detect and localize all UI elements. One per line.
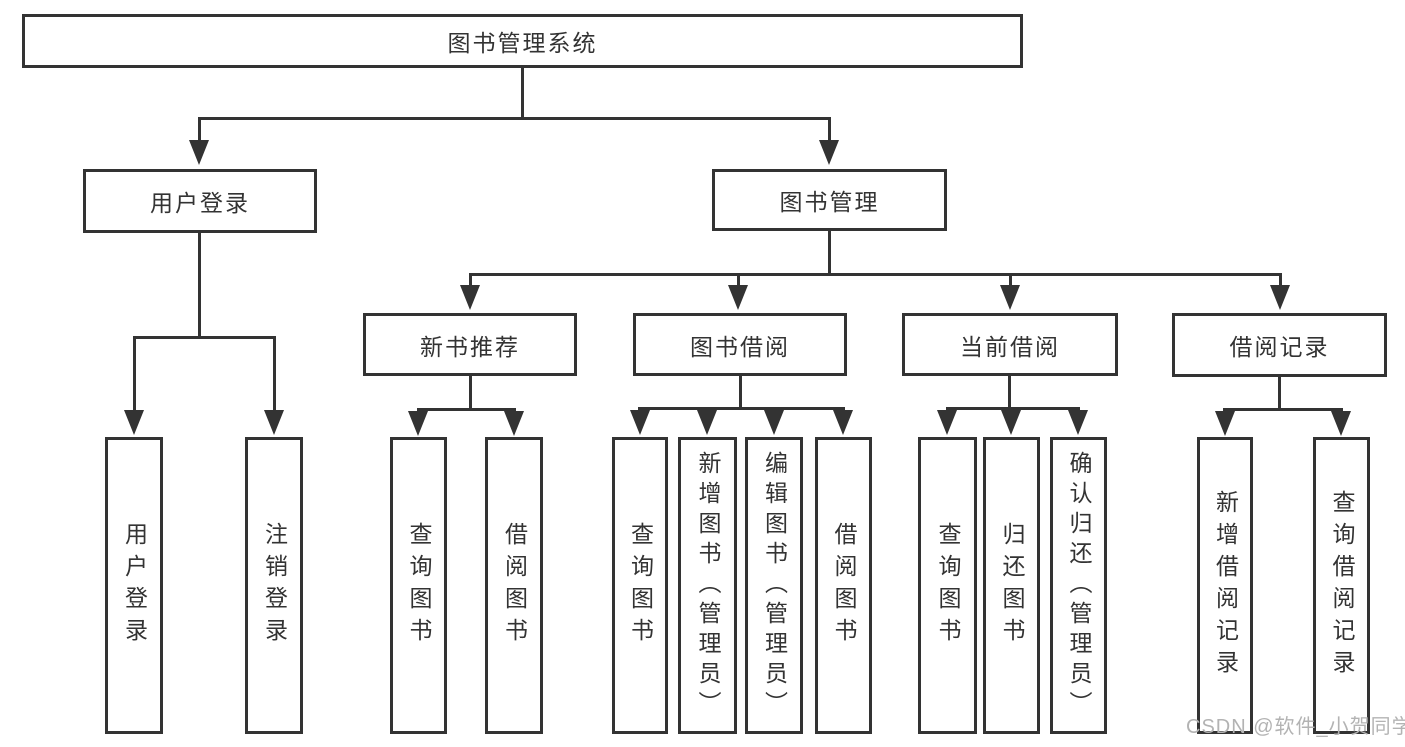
node-label: 用户登录: [121, 521, 148, 650]
node-label: 借阅记录: [1229, 334, 1330, 360]
node-label: 图书管理: [779, 189, 880, 215]
node-label: 新书推荐: [420, 333, 520, 360]
node-book-mgmt: 图书管理: [712, 169, 947, 231]
arrow-down-icon: [819, 140, 839, 165]
arrow-down-icon: [124, 410, 144, 435]
arrow-down-icon: [697, 410, 717, 435]
arrow-down-icon: [460, 285, 480, 310]
connector-line: [417, 408, 515, 411]
arrow-down-icon: [1215, 411, 1235, 436]
node-label: 新增图书（管理员）: [695, 450, 721, 721]
connector-line: [521, 68, 524, 117]
node-label: 查询图书: [935, 521, 961, 650]
node-label: 查询图书: [627, 521, 654, 650]
node-new-book-rec: 新书推荐: [363, 313, 577, 376]
arrow-down-icon: [1000, 285, 1020, 310]
connector-line: [1279, 273, 1282, 287]
arrow-down-icon: [189, 140, 209, 165]
connector-line: [737, 273, 740, 287]
node-label: 确认归还（管理员）: [1066, 450, 1092, 721]
connector-line: [469, 273, 472, 287]
connector-line: [133, 336, 136, 412]
arrow-down-icon: [1001, 410, 1021, 435]
connector-line: [828, 230, 831, 273]
arrow-down-icon: [728, 285, 748, 310]
arrow-down-icon: [504, 411, 524, 436]
arrow-down-icon: [264, 410, 284, 435]
arrow-down-icon: [1331, 411, 1351, 436]
node-book-borrow: 图书借阅: [633, 313, 847, 376]
node-user-login: 用户登录: [83, 169, 317, 233]
node-label: 图书管理系统: [447, 30, 598, 56]
leaf-logout: 注销登录: [245, 437, 303, 734]
arrow-down-icon: [764, 410, 784, 435]
node-label: 编辑图书（管理员）: [761, 450, 788, 721]
leaf-bb-add-book: 新增图书（管理员）: [678, 437, 737, 734]
leaf-cb-return-book: 归还图书: [983, 437, 1040, 734]
connector-line: [1008, 376, 1011, 407]
node-label: 当前借阅: [960, 333, 1060, 360]
node-label: 查询借阅记录: [1329, 489, 1355, 682]
connector-line: [198, 117, 201, 144]
connector-line: [469, 273, 1282, 276]
leaf-user-login: 用户登录: [105, 437, 163, 734]
arrow-down-icon: [630, 410, 650, 435]
node-label: 归还图书: [999, 521, 1025, 650]
watermark-text: CSDN @软件_小贺同学: [1186, 716, 1405, 738]
connector-line: [638, 407, 844, 410]
connector-line: [469, 376, 472, 408]
arrow-down-icon: [937, 410, 957, 435]
connector-line: [198, 232, 201, 336]
arrow-down-icon: [408, 411, 428, 436]
node-current-borrow: 当前借阅: [902, 313, 1118, 376]
node-label: 借阅图书: [831, 521, 857, 650]
node-system: 图书管理系统: [22, 14, 1023, 68]
leaf-nb-query-book: 查询图书: [390, 437, 447, 734]
leaf-br-query-record: 查询借阅记录: [1313, 437, 1370, 734]
connector-line: [739, 376, 742, 407]
node-label: 注销登录: [261, 521, 288, 650]
leaf-cb-query-book: 查询图书: [918, 437, 977, 734]
leaf-cb-confirm-return: 确认归还（管理员）: [1050, 437, 1107, 734]
connector-line: [133, 336, 276, 339]
node-label: 新增借阅记录: [1212, 489, 1239, 682]
leaf-bb-borrow-book: 借阅图书: [815, 437, 872, 734]
connector-line: [828, 117, 831, 144]
connector-line: [198, 117, 831, 120]
node-label: 借阅图书: [501, 521, 528, 650]
connector-line: [1009, 273, 1012, 287]
node-label: 用户登录: [150, 190, 250, 216]
leaf-nb-borrow-book: 借阅图书: [485, 437, 543, 734]
connector-line: [273, 336, 276, 412]
arrow-down-icon: [1068, 410, 1088, 435]
connector-line: [946, 407, 1080, 410]
arrow-down-icon: [833, 410, 853, 435]
connector-line: [1223, 408, 1343, 411]
connector-line: [1278, 377, 1281, 408]
node-label: 图书借阅: [690, 333, 790, 360]
node-borrow-records: 借阅记录: [1172, 313, 1387, 377]
arrow-down-icon: [1270, 285, 1290, 310]
leaf-bb-query-book: 查询图书: [612, 437, 668, 734]
leaf-br-add-record: 新增借阅记录: [1197, 437, 1253, 734]
leaf-bb-edit-book: 编辑图书（管理员）: [745, 437, 803, 734]
node-label: 查询图书: [406, 521, 432, 650]
